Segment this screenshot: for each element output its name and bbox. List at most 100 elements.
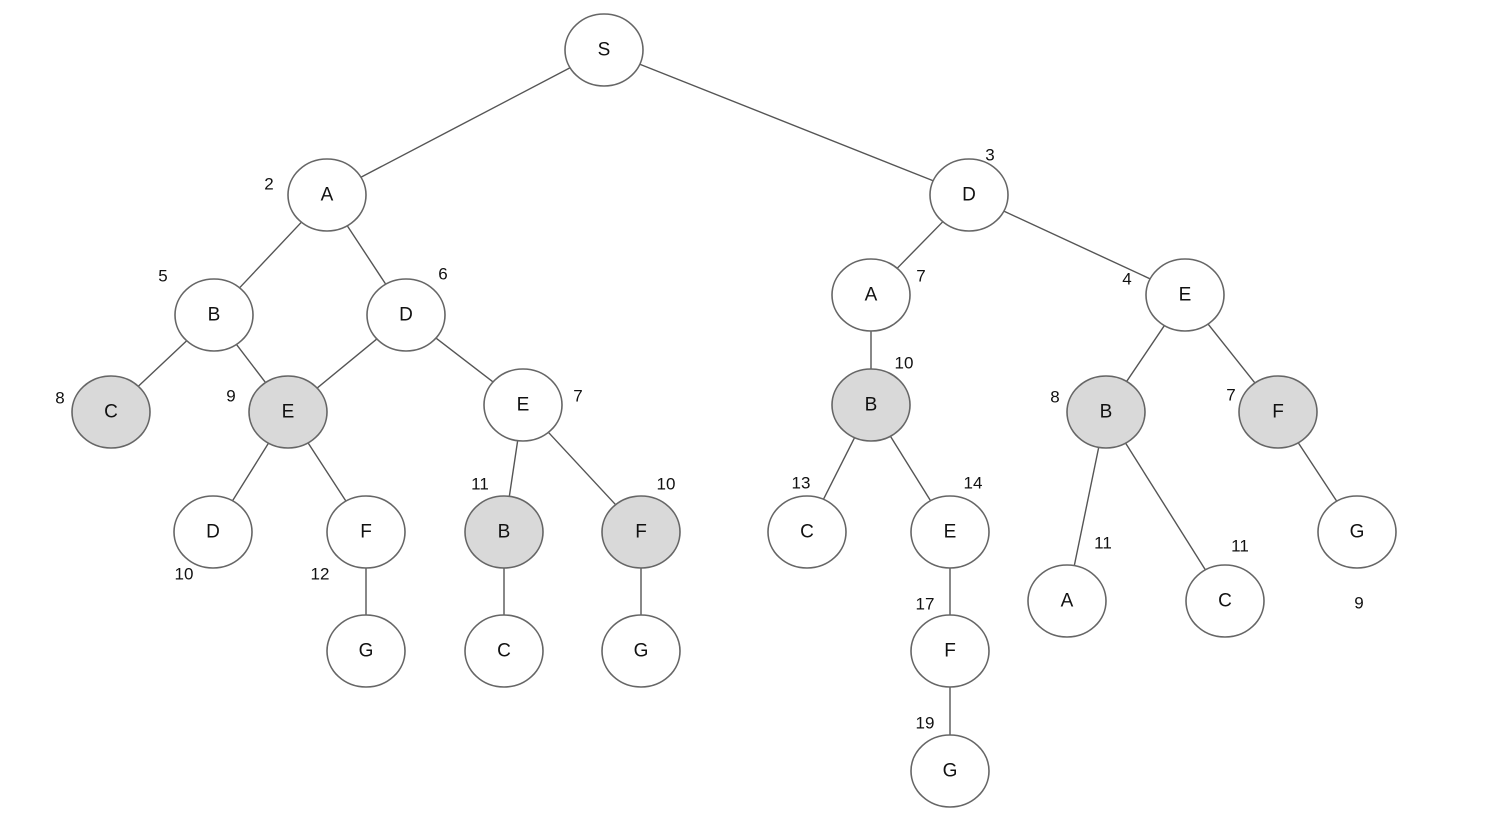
tree-node: F <box>326 495 406 569</box>
node-cost-label: 6 <box>438 265 447 284</box>
tree-node: E <box>483 368 563 442</box>
node-label: F <box>360 522 372 543</box>
shaded-node-circle <box>831 368 911 442</box>
node-label: A <box>865 285 878 306</box>
node-label: A <box>1061 591 1074 612</box>
node-cost-label: 5 <box>158 267 167 286</box>
node-label: C <box>1218 591 1232 612</box>
tree-node: G <box>1317 495 1397 569</box>
tree-node: D <box>929 158 1009 232</box>
node-label: D <box>399 305 413 326</box>
node-circle <box>831 258 911 332</box>
tree-edge <box>889 435 932 502</box>
node-label: D <box>962 185 976 206</box>
node-cost-label: 11 <box>1231 537 1249 556</box>
tree-edge <box>1003 210 1151 280</box>
node-cost-label: 17 <box>916 595 935 614</box>
tree-node: A <box>831 258 911 332</box>
tree-node: D <box>173 495 253 569</box>
edges <box>137 63 1338 735</box>
node-cost-label: 11 <box>471 475 489 494</box>
node-cost-label: 10 <box>895 354 914 373</box>
tree-edge <box>239 221 302 289</box>
tree-node: E <box>248 375 328 449</box>
node-label: B <box>1100 402 1113 423</box>
tree-node: F <box>910 614 990 688</box>
tree-edge <box>307 442 347 502</box>
node-cost-label: 19 <box>916 714 935 733</box>
tree-node: E <box>910 495 990 569</box>
tree-edge <box>360 67 571 178</box>
node-cost-label: 12 <box>311 565 330 584</box>
node-circle <box>1185 564 1265 638</box>
node-cost-label: 9 <box>1354 594 1363 613</box>
node-circle <box>1145 258 1225 332</box>
node-label: G <box>943 761 958 782</box>
tree-edge <box>547 431 617 506</box>
node-circle <box>767 495 847 569</box>
node-cost-label: 10 <box>175 565 194 584</box>
tree-edge <box>508 440 519 497</box>
shaded-node-circle <box>464 495 544 569</box>
shaded-node-circle <box>601 495 681 569</box>
tree-edge <box>639 63 934 182</box>
node-label: F <box>1272 402 1284 423</box>
node-circle <box>174 278 254 352</box>
node-circle <box>910 495 990 569</box>
node-label: E <box>1179 285 1192 306</box>
tree-edge <box>1207 323 1256 384</box>
tree-edge <box>1126 325 1165 382</box>
node-cost-label: 8 <box>1050 388 1059 407</box>
node-cost-label: 7 <box>1226 386 1235 405</box>
node-cost-label: 9 <box>226 387 235 406</box>
tree-node: G <box>910 734 990 808</box>
tree-node: F <box>1238 375 1318 449</box>
tree-node: B <box>464 495 544 569</box>
tree-edge <box>1125 442 1206 571</box>
node-label: C <box>800 522 814 543</box>
tree-node: S <box>564 13 644 87</box>
tree-node: G <box>326 614 406 688</box>
node-circle <box>564 13 644 87</box>
tree-edge <box>316 338 378 389</box>
node-cost-label: 7 <box>916 267 925 286</box>
tree-node: A <box>1027 564 1107 638</box>
tree-edge <box>346 225 387 285</box>
shaded-node-circle <box>1238 375 1318 449</box>
node-cost-label: 7 <box>573 387 582 406</box>
node-circle <box>601 614 681 688</box>
node-label: B <box>498 522 511 543</box>
tree-node: B <box>1066 375 1146 449</box>
shaded-node-circle <box>1066 375 1146 449</box>
node-label: E <box>517 395 530 416</box>
tree-node: C <box>1185 564 1265 638</box>
node-cost-label: 8 <box>55 389 64 408</box>
node-circle <box>910 734 990 808</box>
tree-node: A <box>287 158 367 232</box>
node-label: B <box>208 305 221 326</box>
node-cost-label: 14 <box>964 474 983 493</box>
node-label: E <box>282 402 295 423</box>
node-label: G <box>1350 522 1365 543</box>
tree-node: C <box>464 614 544 688</box>
node-cost-label: 11 <box>1094 534 1112 553</box>
node-circle <box>929 158 1009 232</box>
tree-node: C <box>767 495 847 569</box>
tree-edge <box>435 337 494 383</box>
shaded-node-circle <box>71 375 151 449</box>
node-circle <box>1317 495 1397 569</box>
tree-node: D <box>366 278 446 352</box>
tree-edge <box>822 437 856 500</box>
tree-edge <box>231 442 270 502</box>
tree-node: F <box>601 495 681 569</box>
tree-node: C <box>71 375 151 449</box>
node-circle <box>287 158 367 232</box>
tree-edge <box>896 221 944 269</box>
node-cost-label: 10 <box>657 475 676 494</box>
node-circle <box>326 495 406 569</box>
node-label: G <box>634 641 649 662</box>
node-label: F <box>944 641 956 662</box>
tree-node: G <box>601 614 681 688</box>
